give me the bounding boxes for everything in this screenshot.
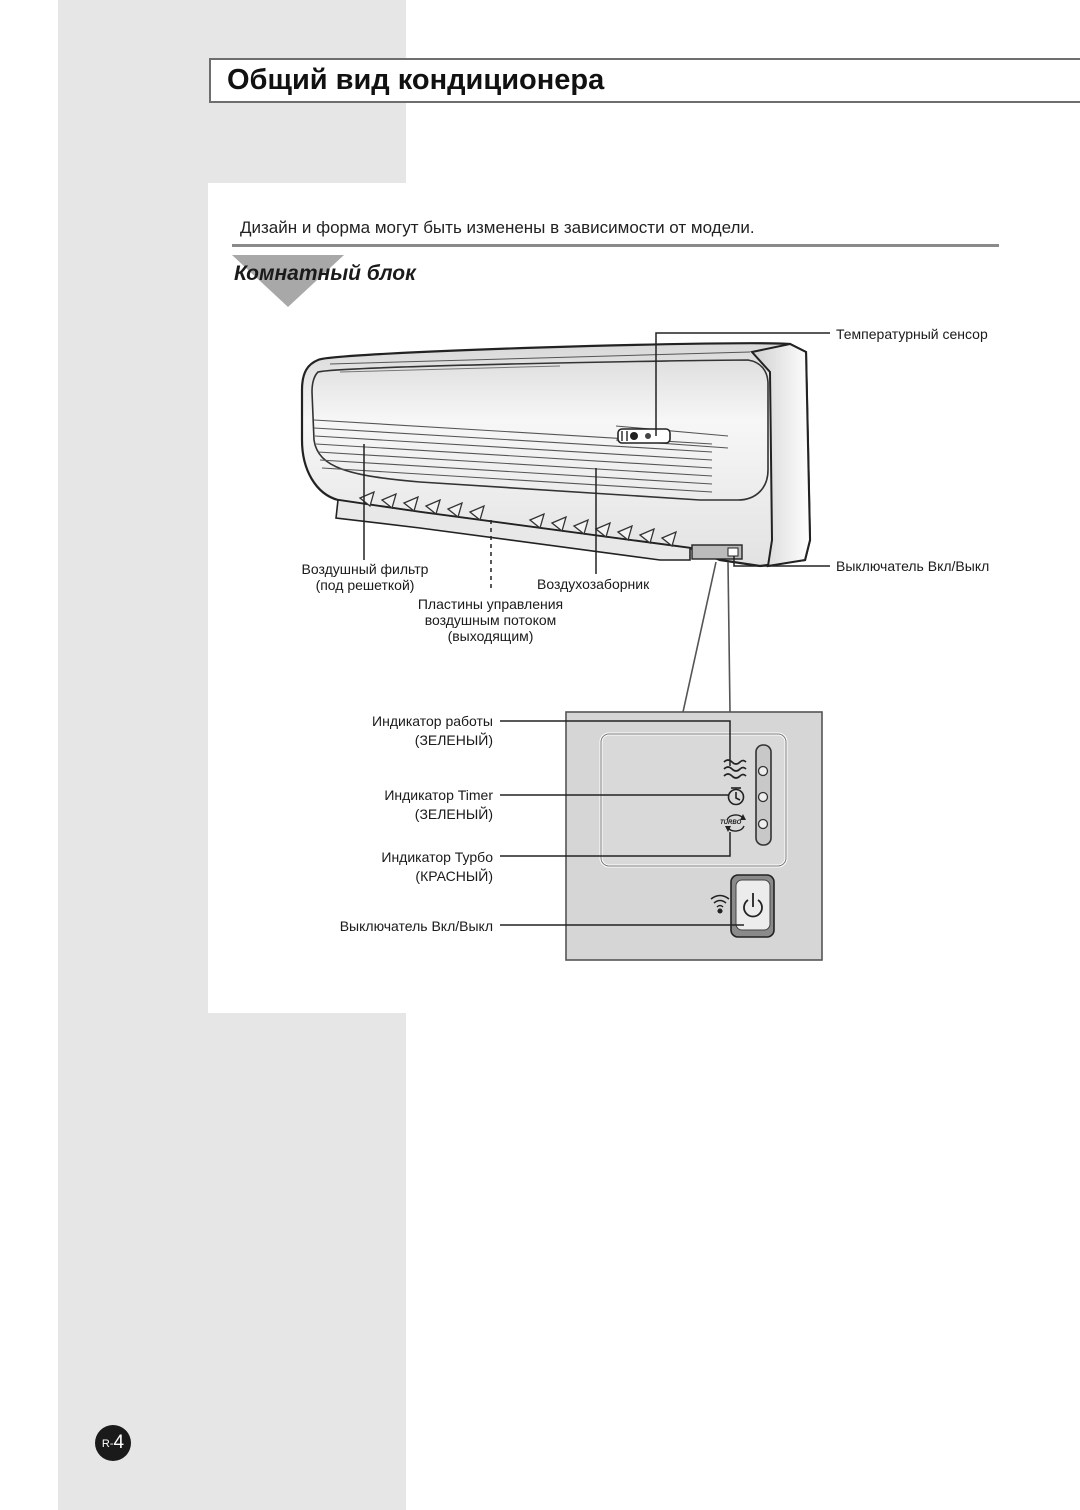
label-operation-indicator-color: (ЗЕЛЕНЫЙ) xyxy=(414,732,493,748)
page-number-prefix: R- xyxy=(101,1438,114,1450)
page-title: Общий вид кондиционера xyxy=(227,64,605,96)
label-flaps-line3: (выходящим) xyxy=(447,628,534,644)
temp-sensor-module xyxy=(617,428,671,444)
label-timer-indicator-text: Индикатор Timer xyxy=(384,787,493,803)
section-title: Комнатный блок xyxy=(234,262,416,285)
label-turbo-indicator-color: (КРАСНЫЙ) xyxy=(415,868,493,884)
page-header: Общий вид кондиционера xyxy=(209,58,1080,103)
indoor-unit-body xyxy=(300,342,812,568)
control-panel-zoom xyxy=(565,711,823,961)
power-button[interactable] xyxy=(730,874,775,938)
label-operation-indicator-text: Индикатор работы xyxy=(372,713,493,729)
label-timer-indicator: Индикатор Timer (ЗЕЛЕНЫЙ) xyxy=(300,787,493,822)
timer-icon xyxy=(727,787,745,806)
label-air-intake: Воздухозаборник xyxy=(537,576,650,592)
label-flaps-line1: Пластины управления xyxy=(417,596,564,612)
design-note: Дизайн и форма могут быть изменены в зав… xyxy=(240,218,755,237)
label-operation-indicator: Индикатор работы (ЗЕЛЕНЫЙ) xyxy=(300,713,493,748)
label-air-filter: Воздушный фильтр (под решеткой) xyxy=(290,561,440,593)
label-air-filter-line2: (под решеткой) xyxy=(315,577,415,593)
label-air-filter-line1: Воздушный фильтр xyxy=(301,561,429,577)
label-turbo-indicator-text: Индикатор Турбо xyxy=(381,849,493,865)
label-power-switch-unit: Выключатель Вкл/Выкл xyxy=(836,558,990,574)
page-number: 4 xyxy=(113,1432,125,1453)
label-airflow-flaps: Пластины управления воздушным потоком (в… xyxy=(408,596,573,644)
air-intake-grille xyxy=(313,419,729,493)
power-icon xyxy=(743,893,763,918)
section-divider xyxy=(232,244,999,247)
section-marker-icon xyxy=(232,255,344,307)
label-timer-indicator-color: (ЗЕЛЕНЫЙ) xyxy=(414,806,493,822)
airflow-icon xyxy=(723,759,747,779)
label-temp-sensor: Температурный сенсор xyxy=(836,326,988,342)
turbo-icon xyxy=(725,814,746,832)
turbo-text: TURBO xyxy=(720,820,742,826)
page-number-badge: R-4 xyxy=(95,1425,131,1461)
label-turbo-indicator: Индикатор Турбо (КРАСНЫЙ) xyxy=(300,849,493,884)
airflow-flaps xyxy=(358,490,678,548)
label-flaps-line2: воздушным потоком xyxy=(424,612,557,628)
remote-signal-icon xyxy=(710,894,730,914)
label-power-switch-panel: Выключатель Вкл/Выкл xyxy=(339,918,493,934)
